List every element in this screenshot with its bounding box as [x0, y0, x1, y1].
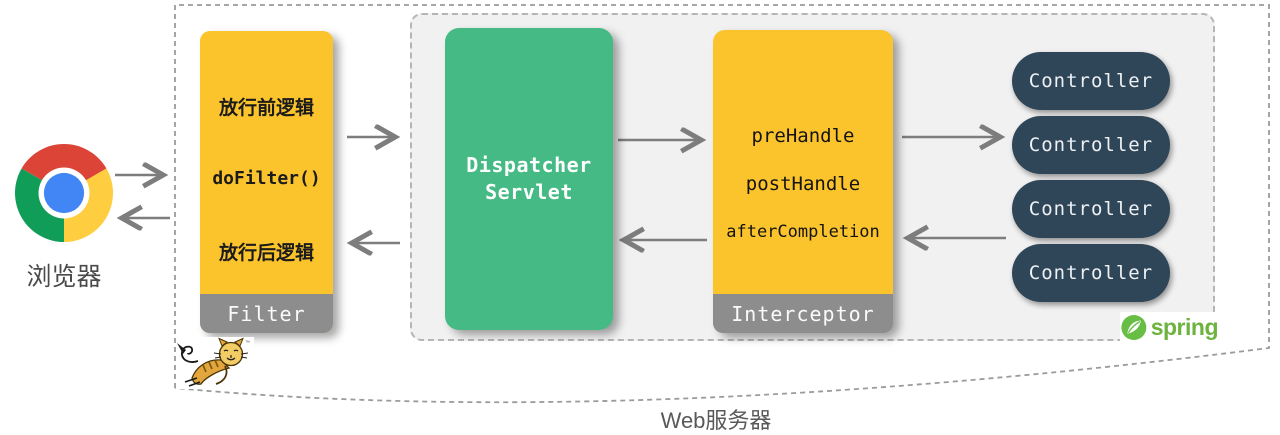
- svg-text:™: ™: [245, 340, 250, 346]
- interceptor-title: Interceptor: [713, 294, 893, 333]
- browser-label: 浏览器: [26, 263, 102, 291]
- controller-label: Controller: [1028, 70, 1154, 92]
- filter-step-after: 放行后逻辑: [218, 243, 314, 264]
- spring-wordmark: spring: [1150, 314, 1219, 340]
- interceptor-box: preHandle postHandle afterCompletion Int…: [713, 30, 893, 333]
- controller-pill-4: Controller: [1012, 244, 1170, 302]
- tomcat-icon: ™: [176, 337, 254, 389]
- spring-logo: spring: [1120, 312, 1219, 343]
- spring-leaf-icon: [1121, 315, 1147, 340]
- web-server-label: Web服务器: [660, 408, 772, 433]
- browser-node: 浏览器: [5, 144, 123, 293]
- filter-box: 放行前逻辑 doFilter() 放行后逻辑 Filter: [200, 31, 333, 333]
- controller-pill-3: Controller: [1012, 180, 1170, 238]
- chrome-icon: [15, 144, 113, 242]
- dispatcher-line-2: Servlet: [485, 180, 573, 204]
- filter-step-before: 放行前逻辑: [218, 98, 314, 119]
- interceptor-prehandle: preHandle: [751, 125, 855, 147]
- dispatcher-line-1: Dispatcher: [466, 153, 592, 177]
- controller-pill-2: Controller: [1012, 116, 1170, 174]
- filter-title: Filter: [200, 294, 333, 333]
- controller-label: Controller: [1028, 134, 1154, 156]
- interceptor-posthandle: postHandle: [745, 173, 861, 195]
- controller-label: Controller: [1028, 198, 1154, 220]
- interceptor-aftercompletion: afterCompletion: [726, 222, 880, 242]
- dispatcher-servlet-box: Dispatcher Servlet: [445, 28, 613, 330]
- filter-step-dofilter: doFilter(): [212, 168, 321, 189]
- controller-pill-1: Controller: [1012, 52, 1170, 110]
- controller-label: Controller: [1028, 262, 1154, 284]
